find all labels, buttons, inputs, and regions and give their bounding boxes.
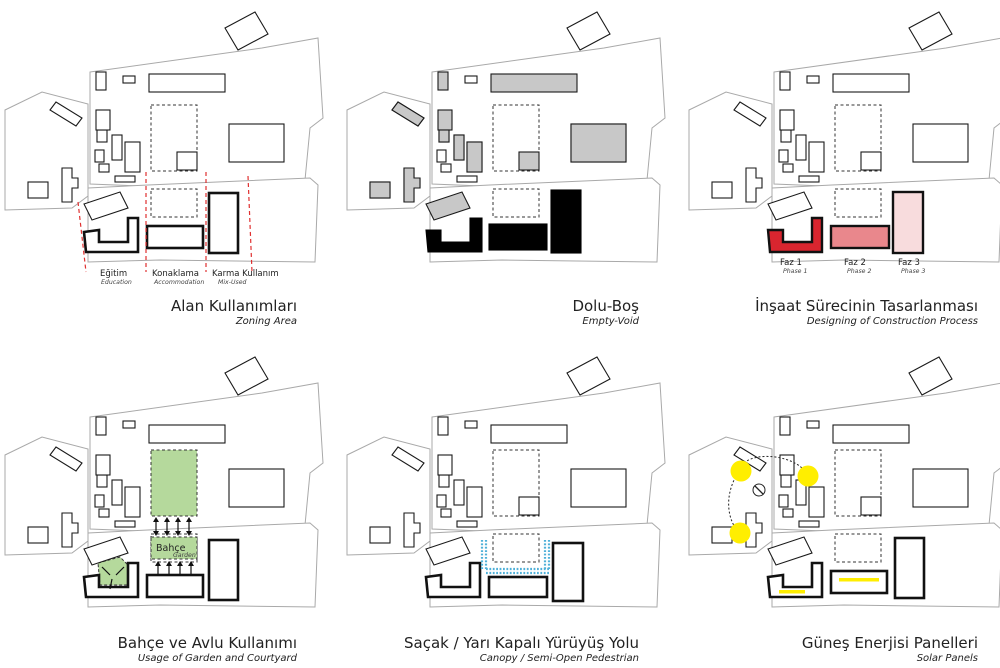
sun-icon (797, 465, 819, 487)
panel-title-zoning: Alan Kullanımları (171, 297, 297, 315)
phase-2-sub: Phase 2 (847, 268, 871, 275)
zone-label-education: Eğitim (100, 269, 127, 279)
panel-subtitle-construction: Designing of Construction Process (807, 316, 978, 327)
panel-solar: Güneş Enerjisi Panelleri Solar Panels (688, 356, 1000, 664)
solar-panel-strip (839, 578, 879, 582)
phase-1-label: Faz 1 (780, 258, 802, 268)
zone-label-accommodation: Konaklama (152, 269, 199, 279)
phase-2-block (829, 224, 891, 250)
phase-1-block (766, 216, 824, 254)
solar-panel-strip (779, 590, 805, 594)
panel-garden: Bahçe Garden Bahçe ve Avlu Kullanımı Usa… (4, 356, 324, 664)
phase-3-block (891, 190, 925, 255)
garden-lower (150, 536, 198, 560)
garden-arrows (101, 517, 194, 590)
panel-title-solar: Güneş Enerjisi Panelleri (802, 634, 978, 652)
garden-courtyard (150, 449, 198, 517)
panel-subtitle-solar: Solar Panels (917, 653, 978, 664)
panel-title-garden: Bahçe ve Avlu Kullanımı (118, 634, 297, 652)
zone-label-mixed: Karma Kullanım (212, 269, 279, 279)
phase-3-label: Faz 3 (898, 258, 920, 268)
panel-construction-process: Faz 1 Phase 1 Faz 2 Phase 2 Faz 3 Phase … (688, 11, 1000, 327)
garden-sub: Garden (173, 552, 196, 559)
garden-label: Bahçe (156, 543, 186, 554)
sun-icon (729, 522, 751, 544)
panel-subtitle-empty-void: Empty-Void (582, 316, 639, 327)
phase-2-label: Faz 2 (844, 258, 866, 268)
panel-canopy: Saçak / Yarı Kapalı Yürüyüş Yolu Canopy … (346, 356, 666, 664)
zone-sub-accommodation: Accommodation (153, 278, 204, 286)
panel-subtitle-garden: Usage of Garden and Courtyard (138, 653, 298, 664)
canopy-hatch (480, 540, 551, 575)
panel-subtitle-canopy: Canopy / Semi-Open Pedestrian (480, 653, 639, 664)
zone-sub-education: Education (101, 278, 132, 286)
phase-1-sub: Phase 1 (783, 268, 807, 275)
sun-icon (730, 460, 752, 482)
panel-title-canopy: Saçak / Yarı Kapalı Yürüyüş Yolu (404, 634, 639, 652)
panel-title-construction: İnşaat Sürecinin Tasarlanması (755, 296, 978, 315)
panel-subtitle-zoning: Zoning Area (235, 316, 297, 327)
panel-title-empty-void: Dolu-Boş (572, 297, 639, 315)
compass-icon (752, 483, 766, 497)
panel-empty-void: Dolu-Boş Empty-Void (346, 11, 666, 327)
phase-3-sub: Phase 3 (901, 268, 925, 275)
panel-zoning: Eğitim Education Konaklama Accommodation… (4, 11, 324, 327)
zone-sub-mixed: Mix-Used (218, 279, 247, 286)
